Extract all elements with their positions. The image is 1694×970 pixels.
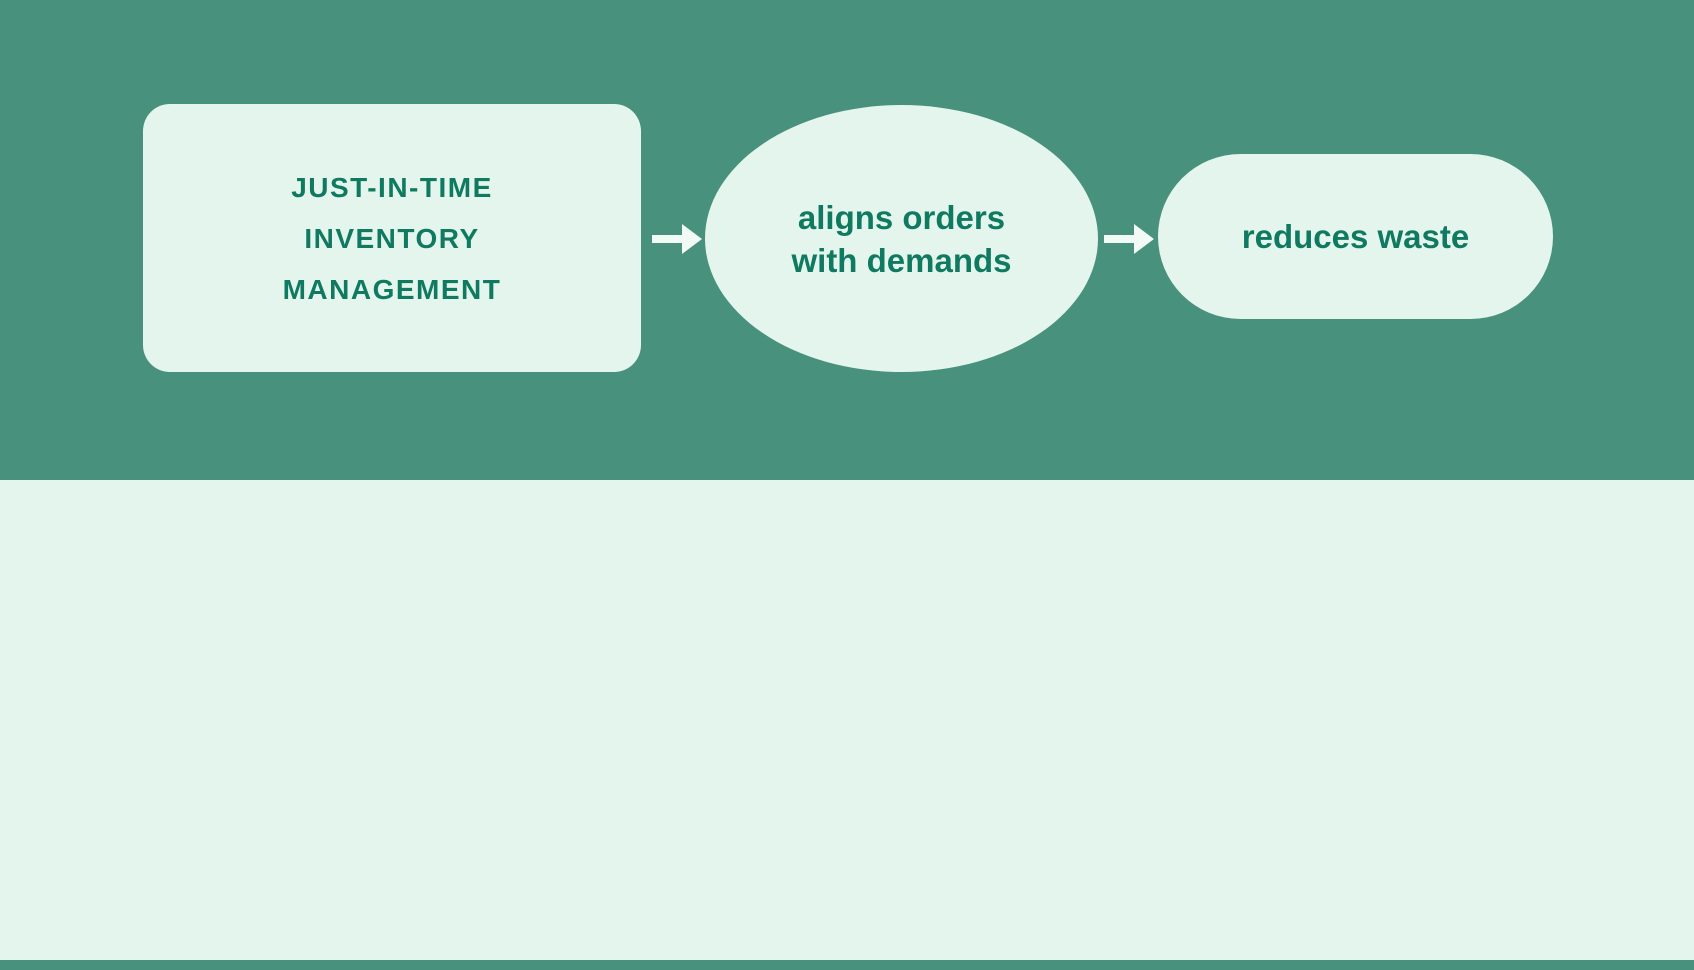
jic-row-band: JUST-IN-CASE INVENTORY MANAGEMENT keeps … [0, 480, 1694, 960]
jit-row-band: JUST-IN-TIME INVENTORY MANAGEMENT aligns… [0, 0, 1694, 480]
bottom-accent-strip [0, 960, 1694, 970]
jit-title-line-3: MANAGEMENT [282, 273, 502, 305]
jit-result-pill: reduces waste [1158, 154, 1553, 319]
jit-title-line-2: INVENTORY [304, 222, 480, 254]
jit-title-box: JUST-IN-TIME INVENTORY MANAGEMENT [143, 104, 641, 372]
jit-title: JUST-IN-TIME INVENTORY MANAGEMENT [283, 162, 502, 315]
jit-step2-text: reduces waste [1242, 215, 1469, 258]
jit-step2-line-1: reduces waste [1241, 218, 1470, 255]
jit-step-oval: aligns orders with demands [705, 105, 1098, 372]
jit-step1-line-1: aligns orders [797, 198, 1006, 236]
arrow-right-icon [1104, 217, 1154, 261]
jit-step1-text: aligns orders with demands [791, 196, 1011, 282]
arrow-right-icon [652, 217, 702, 261]
jit-step1-line-2: with demands [791, 241, 1012, 279]
jit-title-line-1: JUST-IN-TIME [291, 171, 493, 203]
